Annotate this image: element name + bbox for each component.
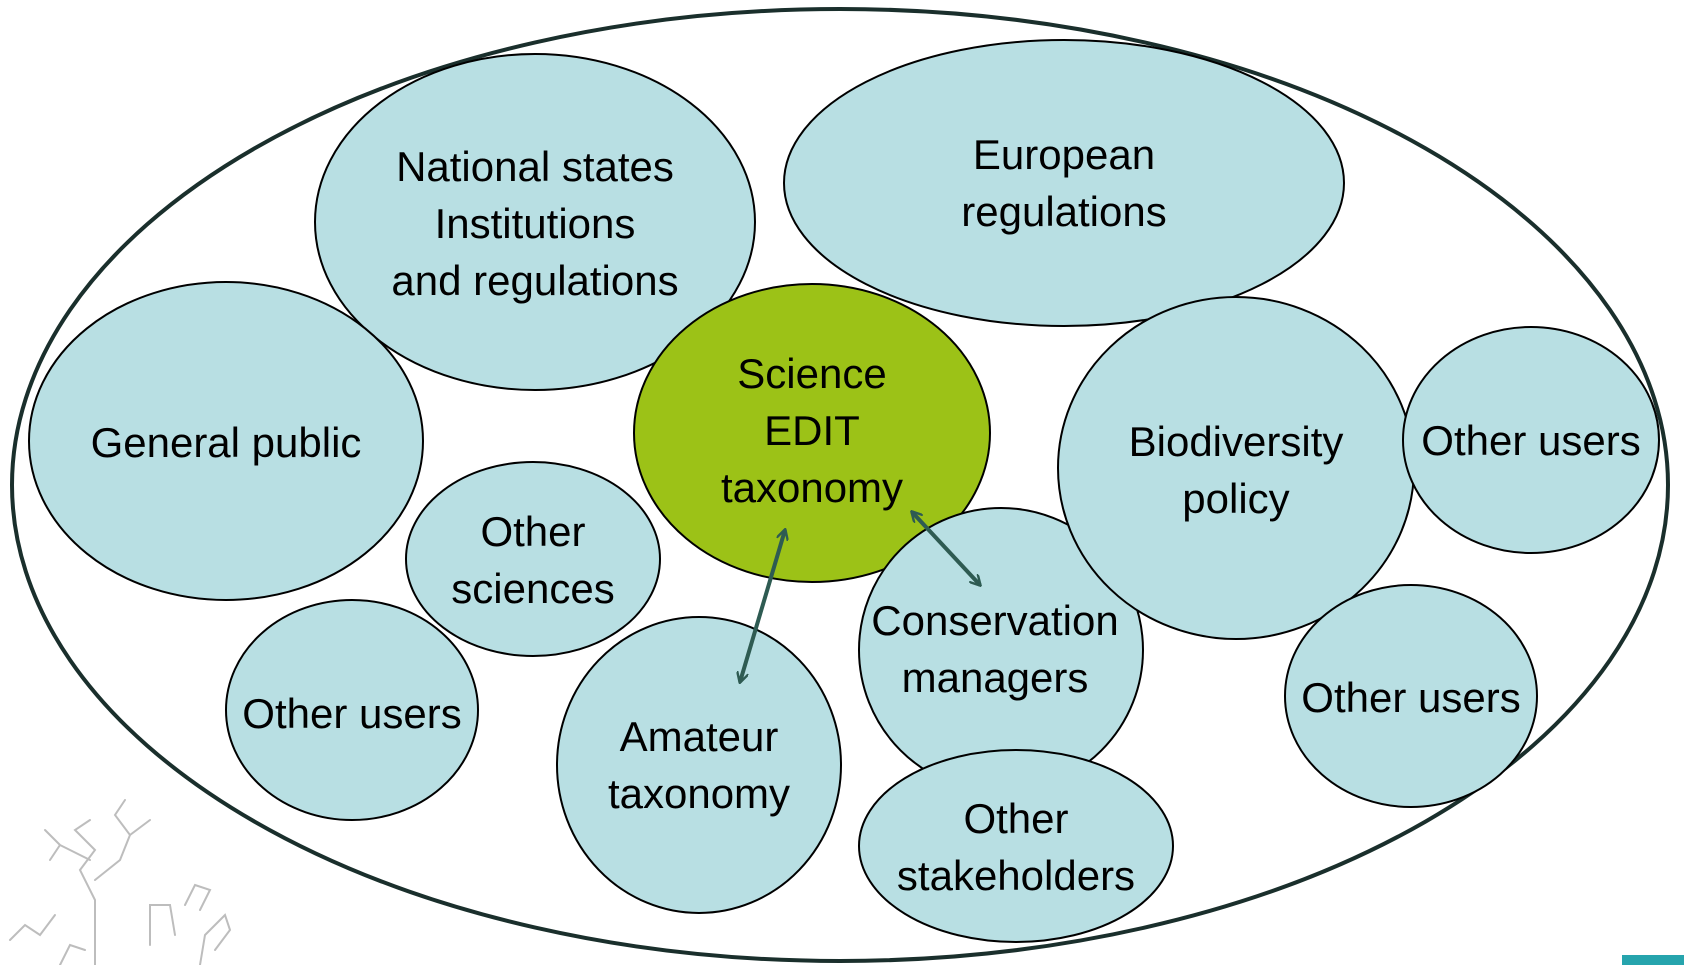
label-european-regulations: European regulations: [961, 131, 1166, 235]
bubble-other-stakeholders: [858, 749, 1174, 943]
label-conservation-managers: Conservation managers: [871, 597, 1118, 701]
label-line: Biodiversity: [1129, 418, 1344, 465]
arrow-science-conservation: [912, 512, 980, 585]
label-line: National states: [396, 143, 674, 190]
label-other-stakeholders: Other stakeholders: [897, 795, 1135, 899]
bubble-amateur-taxonomy: [556, 616, 842, 914]
label-line: European: [973, 131, 1155, 178]
label-line: Other: [963, 795, 1068, 842]
bubble-national-states: [314, 53, 756, 391]
label-line: taxonomy: [608, 770, 790, 817]
label-line: sciences: [451, 565, 614, 612]
bubble-biodiversity-policy: [1057, 296, 1415, 640]
label-line: taxonomy: [721, 464, 903, 511]
bubble-other-users-right-bottom: [1284, 584, 1538, 808]
label-line: Science: [737, 350, 886, 397]
label-line: Conservation: [871, 597, 1118, 644]
bubble-science-edit: [633, 283, 991, 583]
label-line: and regulations: [391, 257, 678, 304]
label-line: EDIT: [764, 407, 860, 454]
label-general-public: General public: [91, 419, 362, 466]
label-amateur-taxonomy: Amateur taxonomy: [608, 713, 790, 817]
corner-accent-box: [1622, 955, 1684, 965]
label-other-users-right-bottom: Other users: [1301, 674, 1520, 721]
label-line: policy: [1182, 475, 1289, 522]
label-other-users-left: Other users: [242, 690, 461, 737]
label-line: Institutions: [435, 200, 636, 247]
label-line: Other users: [242, 690, 461, 737]
label-line: Other users: [1421, 417, 1640, 464]
label-line: Other users: [1301, 674, 1520, 721]
label-line: stakeholders: [897, 852, 1135, 899]
tree-sketch-icon: [9, 799, 232, 965]
bubble-general-public: [28, 281, 424, 601]
label-other-users-right-top: Other users: [1421, 417, 1640, 464]
label-line: managers: [902, 654, 1089, 701]
label-line: Amateur: [620, 713, 779, 760]
label-line: Other: [480, 508, 585, 555]
label-line: regulations: [961, 188, 1166, 235]
label-other-sciences: Other sciences: [451, 508, 614, 612]
bubble-other-users-left: [225, 599, 479, 821]
bubble-european-regulations: [783, 39, 1345, 327]
arrow-science-amateur: [740, 530, 785, 682]
outer-ellipse: [10, 7, 1670, 963]
bubble-other-sciences: [405, 461, 661, 657]
bubble-other-users-right-top: [1402, 326, 1660, 554]
label-line: General public: [91, 419, 362, 466]
label-biodiversity-policy: Biodiversity policy: [1129, 418, 1344, 522]
